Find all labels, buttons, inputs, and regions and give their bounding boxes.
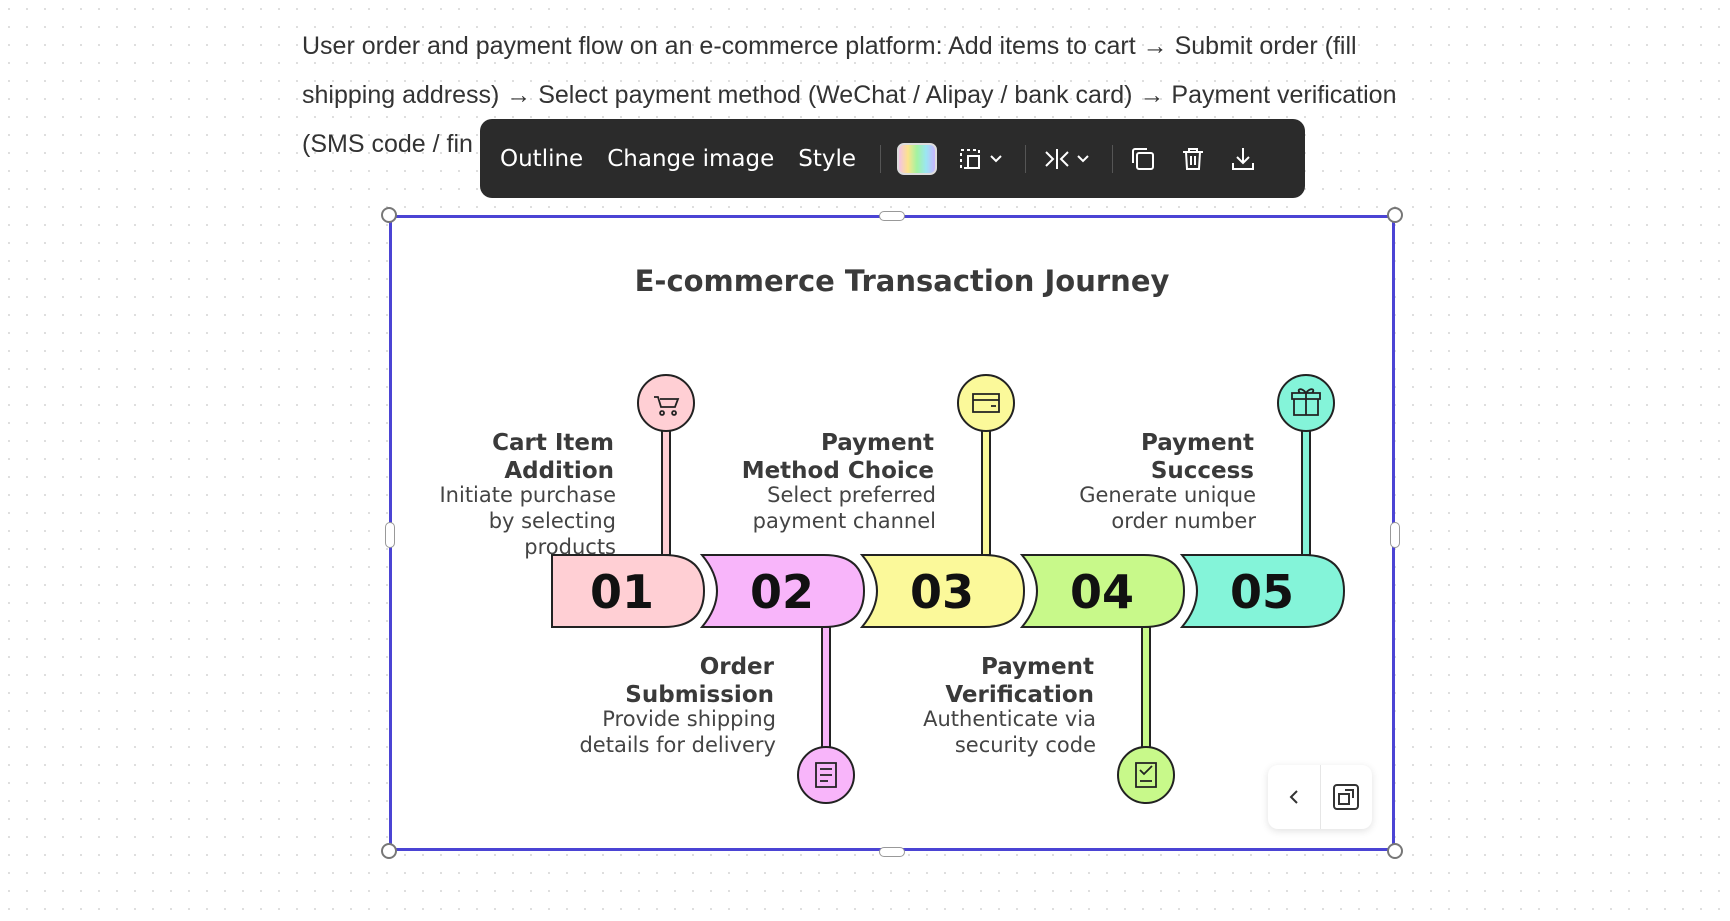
infographic: E-commerce Transaction Journey 01 Cart It… [439, 264, 1346, 804]
step-number: 01 [590, 565, 654, 619]
step-segment [859, 554, 1026, 628]
toolbar-divider [1112, 144, 1114, 173]
image-toolbar: Outline Change image Style [480, 119, 1305, 198]
verify-icon [1135, 762, 1157, 788]
download-icon[interactable] [1229, 145, 1257, 173]
step-icon-circle [637, 374, 695, 432]
form-icon [815, 762, 837, 788]
step-connector [981, 422, 991, 556]
cart-icon [654, 396, 680, 416]
step-title: Verification [945, 682, 1094, 708]
step-number: 04 [1070, 565, 1134, 619]
duplicate-icon[interactable] [1129, 145, 1157, 173]
resize-handle-right[interactable] [1390, 522, 1400, 548]
prompt-text: User order and payment flow on an e-comm… [302, 22, 1482, 169]
toolbar-divider [880, 144, 882, 173]
resize-handle-bottom[interactable] [879, 847, 905, 857]
style-button[interactable]: Style [798, 145, 857, 172]
step-segment [699, 554, 866, 628]
step-description: Initiate purchase [439, 483, 616, 507]
prompt-line-3: (SMS code / fin [302, 130, 473, 158]
infographic-title: E-commerce Transaction Journey [635, 264, 1170, 298]
image-mini-controls [1268, 765, 1372, 829]
delete-icon[interactable] [1179, 145, 1207, 173]
fit-screen-icon[interactable] [1320, 765, 1372, 829]
change-image-button[interactable]: Change image [607, 145, 775, 172]
step-description: products [524, 535, 616, 559]
step-title: Cart Item [492, 430, 614, 456]
step-description: Provide shipping [602, 707, 776, 731]
step-number: 02 [750, 565, 814, 619]
layout-icon[interactable] [959, 146, 1003, 172]
step-title: Payment [981, 654, 1094, 680]
resize-handle-top-right[interactable] [1387, 207, 1403, 223]
step-description: Select preferred [767, 483, 936, 507]
step-title: Addition [504, 458, 614, 484]
resize-handle-bottom-right[interactable] [1387, 843, 1403, 859]
flip-icon[interactable] [1042, 146, 1090, 172]
step-description: by selecting [489, 509, 616, 533]
step-connector [661, 422, 671, 556]
step-title: Success [1151, 458, 1254, 484]
step-title: Order [700, 654, 775, 680]
prompt-line-2: shipping address) → Select payment metho… [302, 81, 1397, 109]
step-title: Submission [625, 682, 774, 708]
step-title: Method Choice [742, 458, 934, 484]
step-connector [821, 626, 831, 759]
mini-controls-divider [1319, 765, 1321, 829]
resize-handle-top-left[interactable] [381, 207, 397, 223]
resize-handle-bottom-left[interactable] [381, 843, 397, 859]
step-icon-circle [957, 374, 1015, 432]
chevron-left-icon[interactable] [1268, 765, 1320, 829]
step-number: 03 [910, 565, 974, 619]
step-segment [1019, 554, 1186, 628]
color-swatch-icon[interactable] [897, 142, 938, 175]
step-title: Payment [821, 430, 934, 456]
step-description: order number [1111, 509, 1256, 533]
step-connector [1141, 626, 1151, 759]
step-description: details for delivery [579, 733, 776, 757]
resize-handle-top[interactable] [879, 211, 905, 221]
step-connector [1301, 422, 1311, 556]
step-description: Generate unique [1079, 483, 1256, 507]
step-description: Authenticate via [923, 707, 1096, 731]
toolbar-divider [1025, 144, 1027, 173]
prompt-line-1: User order and payment flow on an e-comm… [302, 32, 1357, 60]
step-description: payment channel [753, 509, 936, 533]
step-description: security code [955, 733, 1096, 757]
step-title: Payment [1141, 430, 1254, 456]
step-segment [1179, 554, 1346, 628]
image-frame[interactable]: E-commerce Transaction Journey 01 Cart It… [389, 215, 1395, 851]
wallet-icon [972, 393, 1000, 413]
resize-handle-left[interactable] [385, 522, 395, 548]
step-segment [551, 554, 706, 628]
step-number: 05 [1230, 565, 1294, 619]
outline-button[interactable]: Outline [500, 145, 584, 172]
gift-icon [1291, 388, 1321, 416]
step-icon-circle [1117, 746, 1175, 804]
